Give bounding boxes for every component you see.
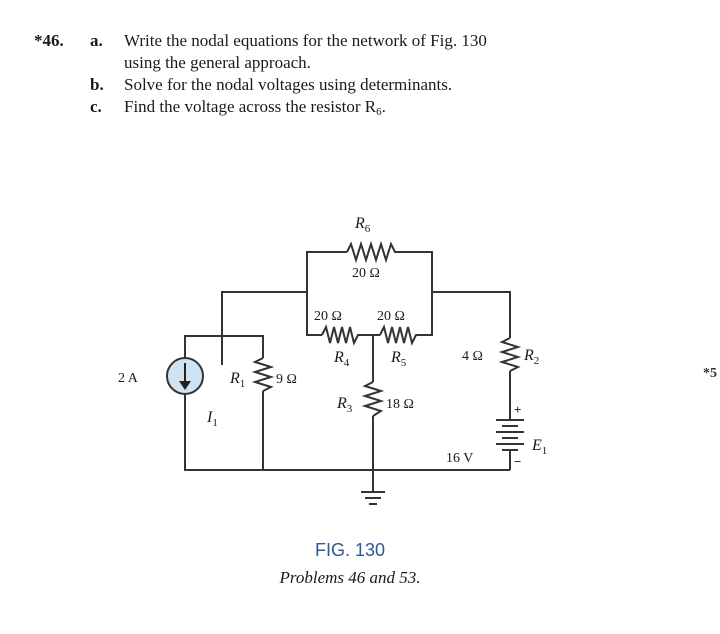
resistor-r2 <box>498 337 522 372</box>
resistor-r3 <box>361 381 385 417</box>
wire-r6-branch <box>306 251 347 292</box>
resistor-r1 <box>251 357 275 392</box>
part-c-suffix: . <box>381 97 386 116</box>
part-b-label: b. <box>90 75 104 94</box>
part-a-text-line2: using the general approach. <box>124 53 311 72</box>
battery-plus: + <box>514 402 521 417</box>
wire-r6-right <box>398 251 433 292</box>
r1-label: R1 <box>229 370 245 390</box>
r5-label: R5 <box>390 349 407 369</box>
source-current-label: I1 <box>206 409 218 429</box>
problem-46: *46. a. Write the nodal equations for th… <box>34 30 694 118</box>
problem-line-c: c. Find the voltage across the resistor … <box>34 96 694 118</box>
figure-caption: Problems 46 and 53. <box>279 568 421 587</box>
figure-title: FIG. 130 <box>314 540 386 560</box>
r1-value: 9 Ω <box>276 372 297 387</box>
part-b-text: Solve for the nodal voltages using deter… <box>124 75 453 94</box>
wire-source-loop-bottom <box>184 394 222 471</box>
r2-label: R2 <box>523 347 539 367</box>
r4-value: 20 Ω <box>314 309 342 324</box>
wire-top-right <box>432 291 511 338</box>
wire-top-left <box>221 291 307 365</box>
part-c-label: c. <box>90 97 102 116</box>
part-a-label: a. <box>90 31 103 50</box>
source-current-value: 2 A <box>118 371 139 386</box>
wire-r1-top <box>222 335 264 358</box>
r2-value: 4 Ω <box>462 349 483 364</box>
r4-label: R4 <box>333 349 350 369</box>
part-c-text: Find the voltage across the resistor R <box>124 97 377 116</box>
r3-value: 18 Ω <box>386 397 414 412</box>
wire-source-loop-top <box>184 335 222 358</box>
r5-value: 20 Ω <box>377 309 405 324</box>
r6-value: 20 Ω <box>352 266 380 281</box>
battery-minus: − <box>514 454 521 469</box>
resistor-r6 <box>346 240 398 264</box>
part-a-text-line1: Write the nodal equations for the networ… <box>124 31 487 50</box>
r3-label: R3 <box>336 395 353 415</box>
resistor-r4 <box>321 324 366 346</box>
battery-e1 <box>496 419 524 451</box>
problem-number: *46. <box>34 31 64 50</box>
battery-value: 16 V <box>446 451 473 466</box>
current-source-i1 <box>166 357 204 395</box>
part-c-subscript: 6 <box>376 106 382 118</box>
wire-mid-right <box>420 292 433 336</box>
problem-line-a1: *46. a. Write the nodal equations for th… <box>34 30 694 52</box>
part-c-text-wrap: Find the voltage across the resistor R6. <box>124 96 386 123</box>
wire-r1-bottom <box>222 391 264 471</box>
resistor-r5 <box>379 324 420 346</box>
edge-problem-marker: *5 <box>703 366 717 381</box>
wire-mid-left <box>306 292 322 336</box>
ground-symbol <box>361 491 385 505</box>
battery-label: E1 <box>531 437 547 457</box>
problem-line-a2: using the general approach. <box>34 52 694 74</box>
problem-line-b: b. Solve for the nodal voltages using de… <box>34 74 694 96</box>
r6-label: R6 <box>354 215 371 235</box>
